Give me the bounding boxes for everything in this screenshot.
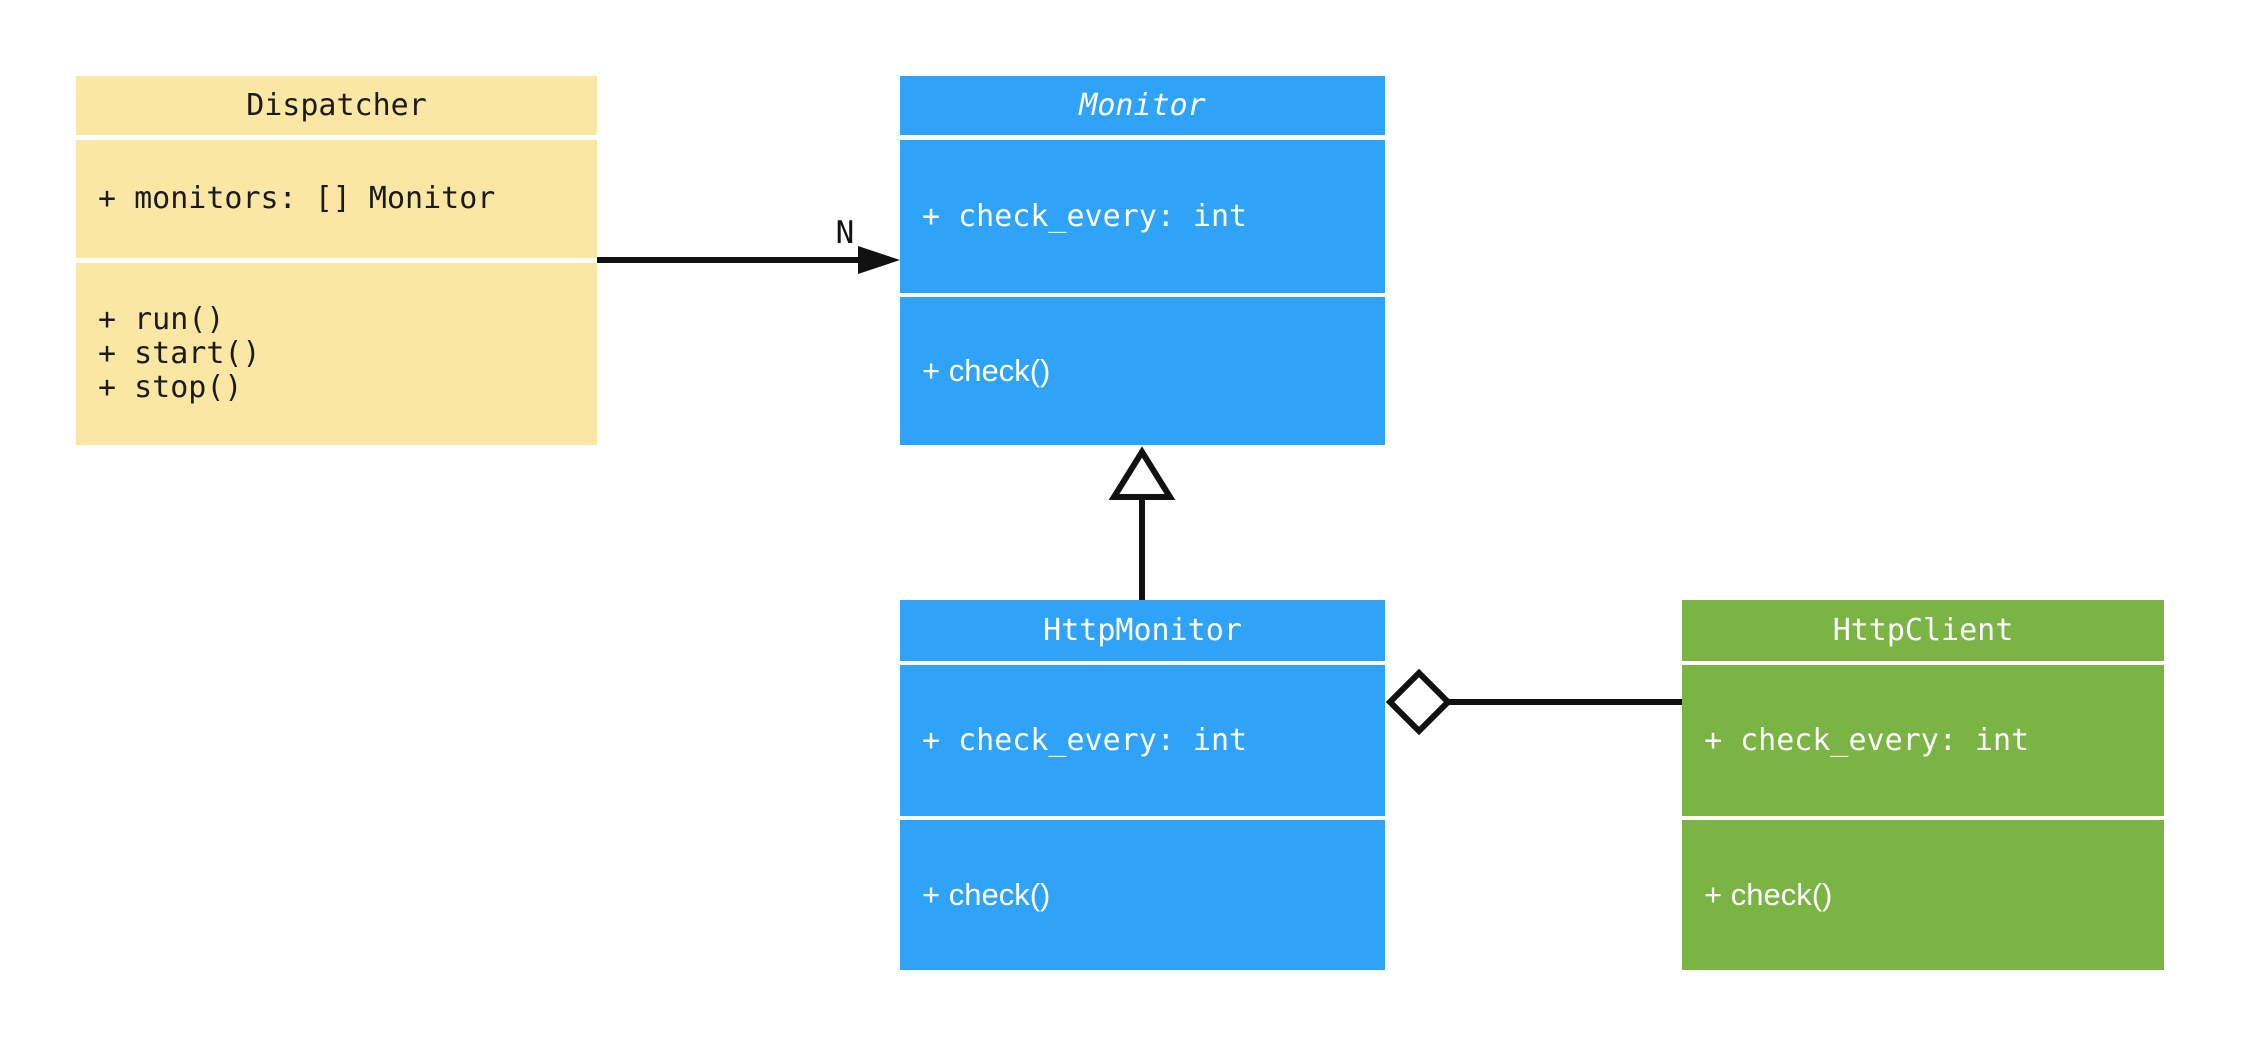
method: + stop() — [98, 370, 243, 405]
class-box-httpclient: HttpClient + check_every: int + check() — [1682, 600, 2164, 970]
hollow-diamond-icon — [1385, 668, 1453, 736]
class-name: Dispatcher — [246, 88, 427, 123]
class-box-monitor: Monitor + check_every: int + check() — [900, 76, 1385, 445]
class-box-httpmonitor: HttpMonitor + check_every: int + check() — [900, 600, 1385, 970]
attribute: + check_every: int — [1704, 722, 2030, 758]
class-methods: + check() — [900, 297, 1385, 445]
method: + check() — [922, 353, 1051, 388]
class-name: HttpMonitor — [1043, 613, 1242, 648]
attribute: + monitors: [] Monitor — [98, 181, 496, 216]
method: + check() — [922, 877, 1051, 912]
multiplicity-label: N — [836, 215, 855, 251]
class-attributes: + check_every: int — [1682, 665, 2164, 816]
class-title: Monitor — [900, 76, 1385, 135]
class-methods: + check() — [1682, 820, 2164, 970]
filled-arrowhead-icon — [858, 246, 900, 274]
class-attributes: + monitors: [] Monitor — [76, 140, 597, 258]
class-title: HttpClient — [1682, 600, 2164, 661]
method: + start() — [98, 336, 261, 371]
association-dispatcher-monitor: N — [597, 215, 900, 274]
class-attributes: + check_every: int — [900, 665, 1385, 816]
class-methods: + check() — [900, 820, 1385, 970]
class-name: Monitor — [1079, 88, 1206, 123]
attribute: + check_every: int — [922, 722, 1248, 758]
class-title: Dispatcher — [76, 76, 597, 135]
method: + run() — [98, 302, 225, 337]
class-name: HttpClient — [1832, 613, 2014, 648]
aggregation-httpmonitor-httpclient — [1385, 668, 1682, 736]
attribute: + check_every: int — [922, 198, 1248, 234]
generalization-httpmonitor-monitor — [1108, 446, 1176, 600]
class-box-dispatcher: Dispatcher + monitors: [] Monitor + run(… — [76, 76, 597, 445]
class-title: HttpMonitor — [900, 600, 1385, 661]
class-attributes: + check_every: int — [900, 140, 1385, 293]
method: + check() — [1704, 877, 1833, 912]
class-methods: + run() + start() + stop() — [76, 263, 597, 445]
hollow-triangle-icon — [1108, 446, 1176, 500]
